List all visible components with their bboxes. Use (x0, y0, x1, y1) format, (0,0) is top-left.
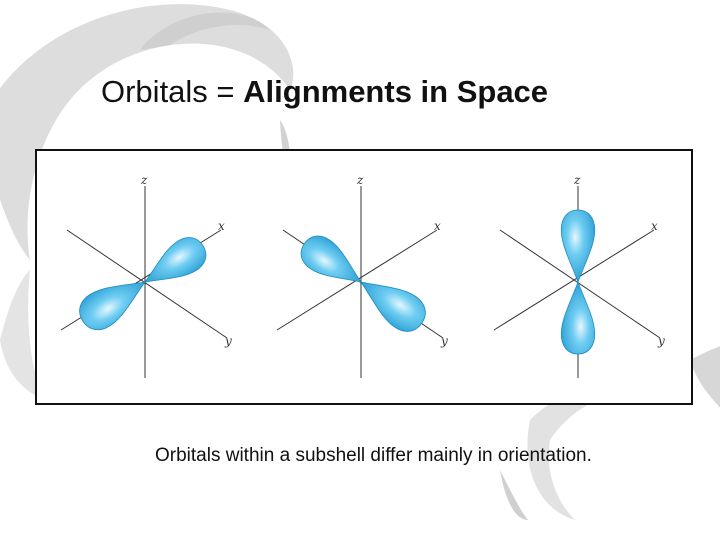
x-axis-label: x (218, 219, 225, 233)
lobe-top (560, 209, 596, 283)
orbital-diagram: z x y z x y (60, 173, 665, 378)
orbital-panel-1: z x y (60, 173, 232, 378)
orbital-panel-3: z x y (493, 173, 665, 378)
y-axis-label: y (440, 334, 448, 348)
z-axis-label: z (356, 173, 364, 187)
lobe-lower-right (350, 266, 433, 339)
lobe-lower-left (72, 265, 156, 338)
slide-title: Orbitals = Alignments in Space (101, 74, 548, 110)
x-axis-label: x (651, 219, 658, 233)
slide-caption: Orbitals within a subshell differ mainly… (155, 445, 592, 466)
title-bold-text: Alignments in Space (243, 74, 549, 109)
title-plain-text: Orbitals = (101, 74, 244, 109)
lobe-upper-left (294, 228, 372, 297)
y-axis-label: y (657, 334, 665, 348)
z-axis-label: z (573, 173, 581, 187)
x-axis-label: x (434, 219, 441, 233)
orbital-panel-2: z x y (276, 173, 448, 378)
y-axis-label: y (224, 334, 232, 348)
orbital-figure: z x y z x y (35, 149, 693, 405)
lobe-upper-right (135, 230, 213, 298)
z-axis-label: z (140, 173, 148, 187)
lobe-bottom (560, 281, 596, 355)
